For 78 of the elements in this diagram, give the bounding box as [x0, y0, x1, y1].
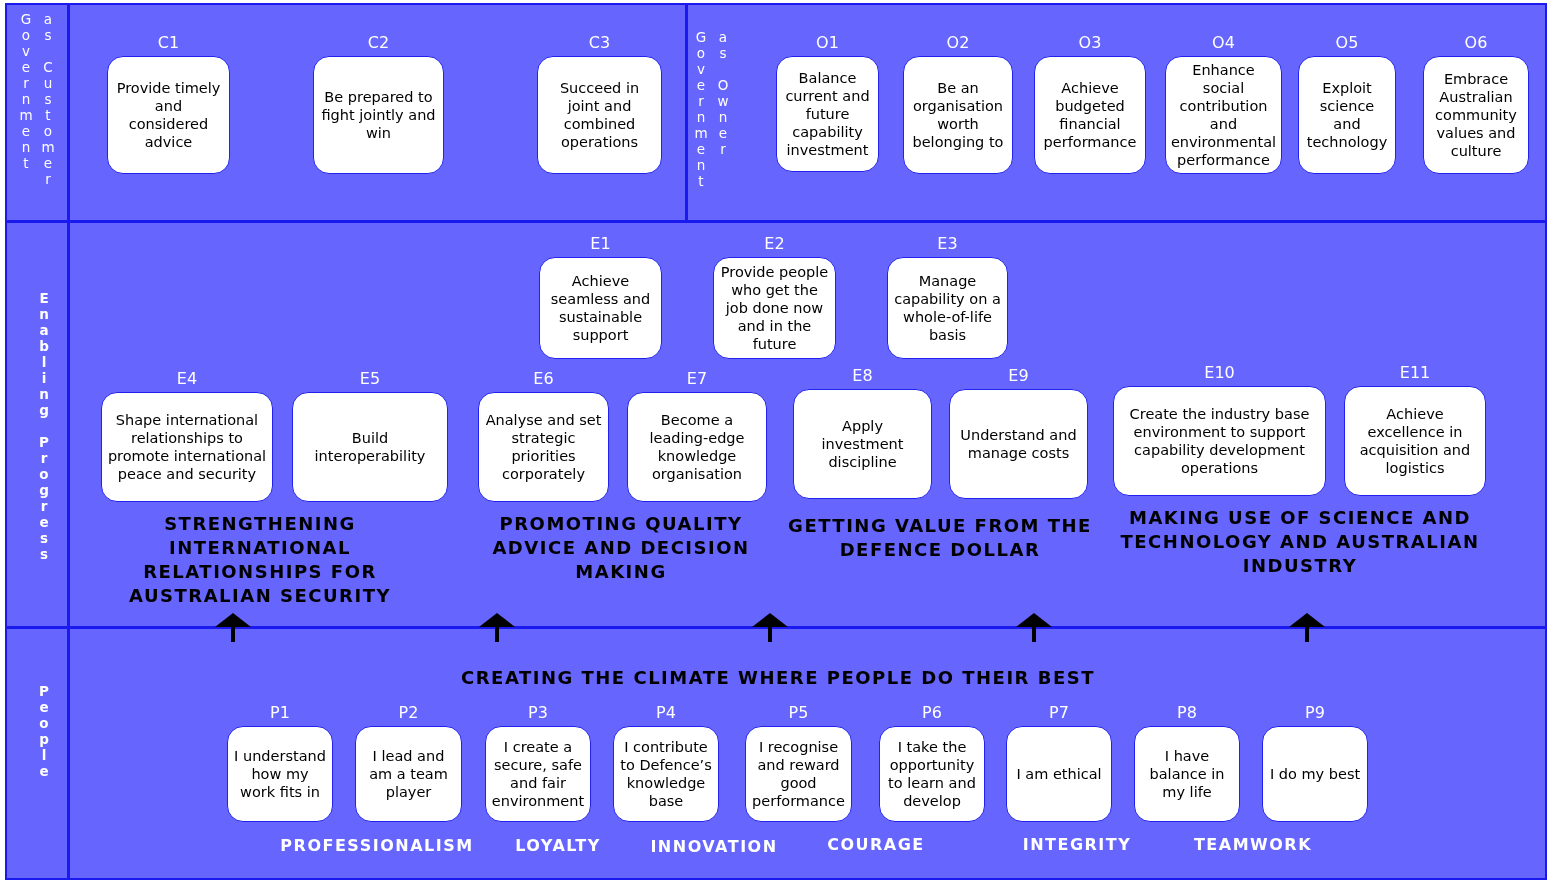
band-title: Government as Owner [692, 29, 732, 191]
box-id: P9 [1304, 702, 1326, 724]
value-label: COURAGE [826, 834, 926, 856]
objective-box: I take the opportunity to learn and develop [879, 726, 985, 822]
box-id: E7 [685, 368, 709, 390]
theme-heading: STRENGTHENING INTERNATIONAL RELATIONSHIPS FOR AUSTRALIAN SECURITY [128, 512, 392, 608]
objective-box: Embrace Australian community values and culture [1423, 56, 1529, 174]
objective-box: I contribute to Defence’s knowledge base [613, 726, 719, 822]
block-arrow [1289, 613, 1325, 642]
value-label: INTEGRITY [1021, 834, 1133, 856]
box-id: E1 [589, 233, 612, 255]
box-id: E10 [1203, 362, 1236, 384]
box-id: C2 [366, 32, 391, 54]
box-id: C3 [587, 32, 612, 54]
objective-box: Exploit science and technology [1298, 56, 1396, 174]
objective-box: Become a leading-edge knowledge organisation [627, 392, 767, 502]
box-id: P7 [1048, 702, 1070, 724]
block-arrow [215, 613, 251, 642]
box-id: E9 [1007, 365, 1030, 387]
objective-box: Enhance social contribution and environmental performance [1165, 56, 1282, 174]
box-id: E5 [358, 368, 382, 390]
block-arrow [752, 613, 788, 642]
objective-box: I understand how my work fits in [227, 726, 333, 822]
objective-box: Succeed in joint and combined operations [537, 56, 662, 174]
objective-box: Create the industry base environment to support capability development operations [1113, 386, 1326, 496]
theme-heading: CREATING THE CLIMATE WHERE PEOPLE DO THEIR BEST [460, 666, 1096, 690]
value-label: LOYALTY [514, 835, 602, 857]
theme-heading: MAKING USE OF SCIENCE AND TECHNOLOGY AND AUSTRALIAN INDUSTRY [1119, 506, 1481, 578]
box-id: O2 [945, 32, 971, 54]
box-id: P8 [1176, 702, 1198, 724]
objective-box: Achieve seamless and sustainable support [539, 257, 662, 359]
value-label: TEAMWORK [1192, 834, 1314, 856]
box-id: P2 [397, 702, 420, 724]
box-id: P3 [527, 702, 549, 724]
box-id: O6 [1463, 32, 1489, 54]
objective-box: Apply investment discipline [793, 389, 932, 499]
box-id: E2 [763, 233, 786, 255]
objective-box: Manage capability on a whole-of-life basis [887, 257, 1008, 359]
box-id: E6 [532, 368, 555, 390]
theme-heading: GETTING VALUE FROM THE DEFENCE DOLLAR [787, 514, 1093, 562]
box-id: C1 [156, 32, 181, 54]
box-id: E8 [851, 365, 874, 387]
objective-box: I have balance in my life [1134, 726, 1240, 822]
objective-box: Provide timely and considered advice [107, 56, 230, 174]
box-id: P6 [921, 702, 943, 724]
box-id: E4 [175, 368, 199, 390]
objective-box: Be an organisation worth belonging to [903, 56, 1013, 174]
box-id: P4 [655, 702, 677, 724]
box-id: O5 [1334, 32, 1360, 54]
objective-box: Build interoperability [292, 392, 448, 502]
box-id: P1 [269, 702, 291, 724]
box-id: E11 [1398, 362, 1432, 384]
box-id: O3 [1077, 32, 1103, 54]
block-arrow [479, 613, 515, 642]
value-label: INNOVATION [649, 836, 779, 858]
box-id: O1 [815, 32, 840, 54]
objective-box: Achieve budgeted financial performance [1034, 56, 1146, 174]
box-id: P5 [787, 702, 810, 724]
band-title: Government as Customer [17, 11, 57, 189]
objective-box: I am ethical [1006, 726, 1112, 822]
objective-box: Achieve excellence in acquisition and logistics [1344, 386, 1486, 496]
objective-box: Analyse and set strategic priorities corporately [478, 392, 609, 502]
box-id: E3 [936, 233, 959, 255]
band-title: Enabling Progress [35, 290, 53, 564]
objective-box: Be prepared to fight jointly and win [313, 56, 444, 174]
block-arrow [1016, 613, 1052, 642]
theme-heading: PROMOTING QUALITY ADVICE AND DECISION MAKING [491, 512, 751, 584]
objective-box: I lead and am a team player [355, 726, 462, 822]
objective-box: Provide people who get the job done now and in the future [713, 257, 836, 359]
objective-box: Understand and manage costs [949, 389, 1088, 499]
objective-box: Shape international relationships to promote international peace and security [101, 392, 273, 502]
objective-box: I create a secure, safe and fair environment [485, 726, 591, 822]
band-title: People [35, 683, 53, 781]
objective-box: I do my best [1262, 726, 1368, 822]
box-id: O4 [1211, 32, 1236, 54]
objective-box: Balance current and future capability investment [776, 56, 879, 172]
objective-box: I recognise and reward good performance [745, 726, 852, 822]
value-label: PROFESSIONALISM [279, 835, 475, 857]
